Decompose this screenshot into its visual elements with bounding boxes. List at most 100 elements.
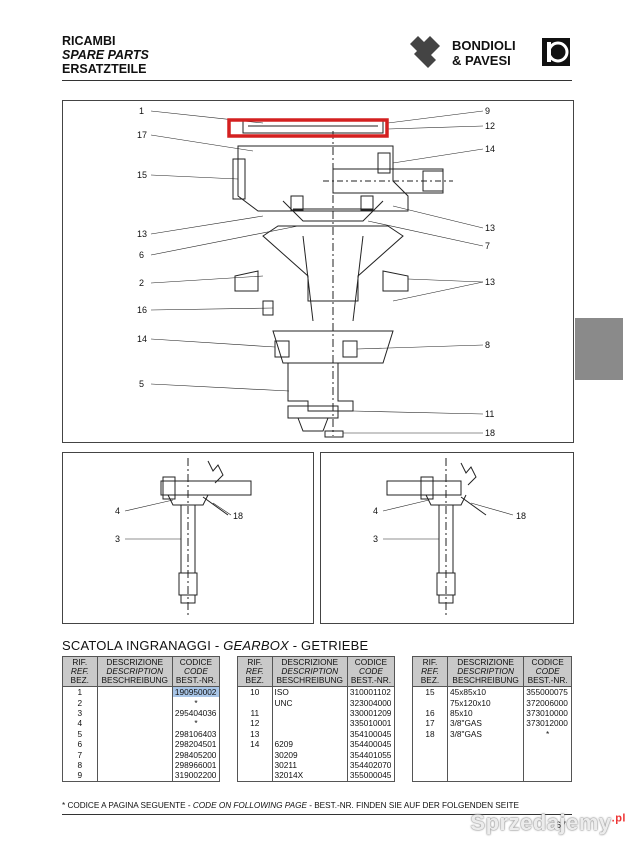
code-cell [523,738,572,750]
code-cell: * [171,718,221,729]
table-row [412,759,572,771]
description-cell: 6209 [271,738,348,750]
code-cell: 373010000 [523,707,572,719]
ref-cell [412,770,448,782]
callout-right-panel-1: 4 [373,506,378,516]
description-cell: 45x85x10 [446,686,525,698]
code-cell: 354100045 [346,728,396,739]
footer-rule [62,814,572,815]
callout-left-9: 5 [139,379,144,389]
callout-right-1: 9 [485,106,490,116]
section-title-de: - GETRIEBE [288,638,369,653]
callout-left-7: 16 [137,305,147,315]
brand-name-line2: & PAVESI [452,53,511,68]
footnote: * CODICE A PAGINA SEGUENTE - CODE ON FOL… [62,801,519,810]
callout-left-3: 15 [137,170,147,180]
header-ref: RIF.REF.BEZ. [62,656,98,687]
code-cell: 190950002 [171,686,221,698]
code-cell: 354400045 [346,738,396,750]
callout-left-4: 13 [137,229,147,239]
callout-left-panel-1: 4 [115,506,120,516]
ref-cell: 8 [62,759,98,771]
side-tab [575,318,623,380]
description-cell [96,697,173,708]
table-row: 1 190950002 [62,686,221,698]
callout-left-2: 17 [137,130,147,140]
code-cell: 372006000 [523,697,572,708]
brand-name-line1: BONDIOLI [452,38,516,53]
callout-right-5: 7 [485,241,490,251]
ref-cell: 10 [237,686,273,698]
code-cell: 298106403 [171,728,221,739]
table-row: 13 354100045 [237,728,396,739]
description-cell [271,728,348,739]
ref-cell [237,749,273,760]
ref-cell [412,697,448,708]
description-cell [96,738,173,750]
description-cell: 85x10 [446,707,525,719]
description-cell [96,759,173,771]
ref-cell: 14 [237,738,273,750]
description-cell [446,770,525,782]
code-cell: 298966001 [171,759,221,771]
page-number: 67 [556,820,567,830]
header-rule [62,80,572,81]
description-cell [96,718,173,729]
description-cell: 3/8"GAS [446,728,525,739]
section-title-it: SCATOLA INGRANAGGI - [62,638,224,653]
shaft-diagram-left: 4 18 3 [62,452,314,624]
code-cell: 298204501 [171,738,221,750]
footnote-it: * CODICE A PAGINA SEGUENTE - [62,801,193,810]
description-cell [96,728,173,739]
highlight-box [227,118,389,138]
code-cell [523,770,572,782]
ref-cell [412,738,448,750]
ref-cell: 12 [237,718,273,729]
table-row: 8 298966001 [62,759,221,771]
code-cell: 354402070 [346,759,396,771]
ref-cell [412,759,448,771]
code-cell: 310001102 [346,686,396,698]
callout-right-7: 8 [485,340,490,350]
code-cell: 295404036 [171,707,221,719]
callout-right-panel-3: 3 [373,534,378,544]
ref-cell: 1 [62,686,98,698]
code-cell: 323004000 [346,697,396,708]
description-cell [96,686,173,698]
ref-cell: 3 [62,707,98,719]
ref-cell: 5 [62,728,98,739]
callout-right-4: 13 [485,223,495,233]
description-cell: ISO [271,686,348,698]
ref-cell: 17 [412,718,448,729]
ref-cell [237,759,273,771]
code-cell [523,749,572,760]
description-cell [96,770,173,782]
table-row [412,770,572,782]
ref-cell [237,770,273,782]
table-row [412,738,572,750]
table-row [412,749,572,760]
callout-left-1: 1 [139,106,144,116]
description-cell: UNC [271,697,348,708]
code-cell [523,759,572,771]
watermark-text: Sprzedajemy [470,810,612,835]
footnote-en: CODE ON FOLLOWING PAGE [192,801,307,810]
description-cell: 32014X [271,770,348,782]
section-title: SCATOLA INGRANAGGI - GEARBOX - GETRIEBE [62,638,368,653]
ref-cell: 13 [237,728,273,739]
callout-right-6: 13 [485,277,495,287]
code-cell: 354401055 [346,749,396,760]
header-ref: RIF.REF.BEZ. [412,656,448,687]
code-cell: * [171,697,221,708]
description-cell [446,738,525,750]
